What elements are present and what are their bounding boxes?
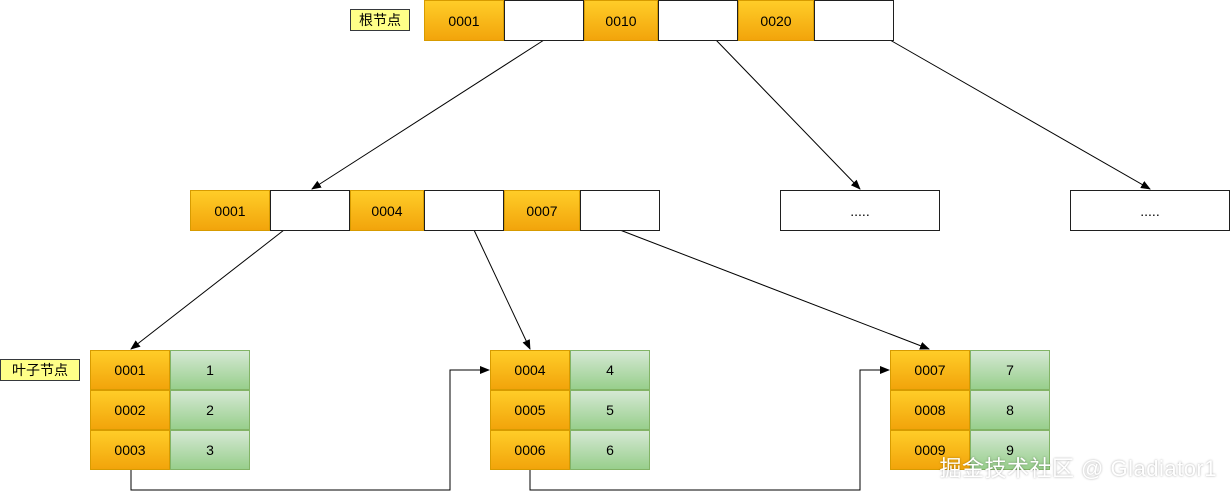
root-pointer-1 [504, 0, 584, 41]
edge-internal-to-leaf-3 [619, 229, 930, 350]
leaf-3-value-1: 7 [970, 350, 1050, 390]
root-key-2: 0010 [584, 0, 658, 41]
leaf-3-value-3: 9 [970, 430, 1050, 470]
root-key-3: 0020 [738, 0, 814, 41]
leaf-2-value-1: 4 [570, 350, 650, 390]
leaf-node-label: 叶子节点 [0, 359, 80, 381]
edge-internal-to-leaf-1 [130, 229, 285, 350]
internal-pointer-2 [424, 190, 504, 231]
leaf-2-key-3: 0006 [490, 430, 570, 470]
root-pointer-2 [658, 0, 738, 41]
leaf-1-value-1: 1 [170, 350, 250, 390]
edge-internal-to-leaf-2 [473, 229, 531, 350]
leaf-1-value-3: 3 [170, 430, 250, 470]
leaf-2-key-1: 0004 [490, 350, 570, 390]
leaf-3-key-3: 0009 [890, 430, 970, 470]
internal-pointer-3 [580, 190, 660, 231]
leaf-1-value-2: 2 [170, 390, 250, 430]
internal-node-right: ..... [1070, 190, 1230, 231]
edge-leaf-1-to-leaf-2 [130, 366, 490, 491]
leaf-3-value-2: 8 [970, 390, 1050, 430]
leaf-1-key-1: 0001 [90, 350, 170, 390]
leaf-3-key-2: 0008 [890, 390, 970, 430]
root-key-1: 0001 [424, 0, 504, 41]
edge-root-to-internal-left [311, 39, 545, 190]
internal-node-middle: ..... [780, 190, 940, 231]
edge-root-to-internal-right [889, 39, 1151, 190]
leaf-2-value-3: 6 [570, 430, 650, 470]
watermark: 掘金技术社区 @ Gladiator1 [939, 456, 1217, 481]
internal-pointer-1 [270, 190, 350, 231]
leaf-2-value-2: 5 [570, 390, 650, 430]
leaf-2-key-2: 0005 [490, 390, 570, 430]
leaf-3-key-1: 0007 [890, 350, 970, 390]
internal-key-3: 0007 [504, 190, 580, 231]
leaf-1-key-2: 0002 [90, 390, 170, 430]
internal-key-2: 0004 [350, 190, 424, 231]
root-node-label: 根节点 [350, 9, 410, 31]
edge-root-to-internal-middle [715, 39, 861, 190]
root-pointer-3 [814, 0, 894, 41]
edge-leaf-2-to-leaf-3 [529, 366, 890, 491]
internal-key-1: 0001 [190, 190, 270, 231]
leaf-1-key-3: 0003 [90, 430, 170, 470]
